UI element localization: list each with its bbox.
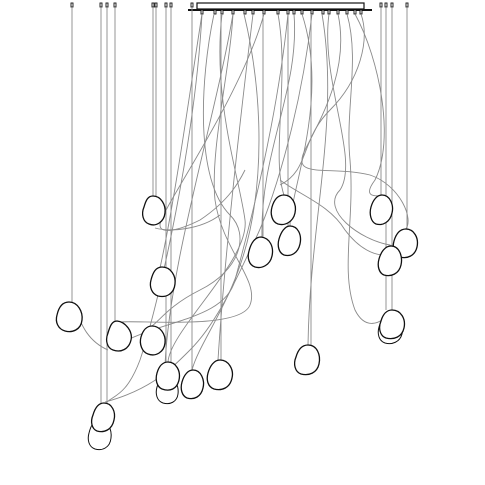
cable xyxy=(261,13,296,238)
cables xyxy=(71,7,409,406)
pendant-shade xyxy=(270,194,297,226)
pendant-shade xyxy=(155,361,181,391)
cable xyxy=(159,13,265,231)
cap xyxy=(379,2,383,8)
cable xyxy=(159,13,203,269)
cable xyxy=(279,13,365,186)
cap xyxy=(384,2,388,8)
cable xyxy=(346,13,391,324)
cable xyxy=(151,13,241,327)
pendant-shade xyxy=(149,266,176,298)
pendant-shade xyxy=(142,195,166,226)
cap xyxy=(151,2,155,8)
cap xyxy=(276,9,280,15)
cable xyxy=(301,13,409,231)
cable xyxy=(354,13,385,197)
canopy-plate xyxy=(196,2,365,10)
cap xyxy=(169,2,173,8)
cable xyxy=(307,13,329,346)
cap xyxy=(262,9,266,15)
cable xyxy=(119,13,252,323)
pendant-shade xyxy=(139,325,166,356)
cable xyxy=(163,13,234,389)
pendant-shade xyxy=(369,194,394,226)
pendant-shade xyxy=(379,309,406,340)
cap xyxy=(353,9,357,15)
pendant-shade xyxy=(247,236,274,269)
cap xyxy=(321,9,325,15)
cable xyxy=(104,13,203,406)
pendant-shade xyxy=(294,344,321,376)
pendant-shade xyxy=(90,402,116,433)
cap xyxy=(164,2,168,8)
cable xyxy=(191,13,260,371)
cap xyxy=(231,9,235,15)
cap xyxy=(154,2,158,8)
pendant-shades xyxy=(55,194,419,451)
cap xyxy=(300,9,304,15)
cable xyxy=(167,13,246,363)
cap xyxy=(113,2,117,8)
cap xyxy=(310,9,314,15)
cable xyxy=(217,13,254,361)
pendant-shade xyxy=(106,320,132,352)
cap xyxy=(345,9,349,15)
cap xyxy=(105,2,109,8)
cap xyxy=(327,9,331,15)
pendant-shade xyxy=(277,225,302,257)
cap xyxy=(70,2,74,8)
cap xyxy=(99,2,103,8)
pendant-shade xyxy=(206,359,234,391)
cap xyxy=(243,9,247,15)
cap xyxy=(213,9,217,15)
ceiling-canopy xyxy=(188,2,372,11)
cable xyxy=(117,13,289,346)
cap xyxy=(200,9,204,15)
cable xyxy=(279,179,385,256)
cable xyxy=(154,214,221,231)
cap xyxy=(359,9,363,15)
cable xyxy=(277,13,286,199)
pendant-shade xyxy=(377,245,403,277)
cap xyxy=(390,2,394,8)
pendant-shade xyxy=(55,301,83,333)
cap xyxy=(220,9,224,15)
cap xyxy=(292,9,296,15)
cap xyxy=(251,9,255,15)
cap xyxy=(336,9,340,15)
cap xyxy=(286,9,290,15)
cap xyxy=(405,2,409,8)
pendant-shade xyxy=(180,369,205,400)
cap xyxy=(190,2,194,8)
